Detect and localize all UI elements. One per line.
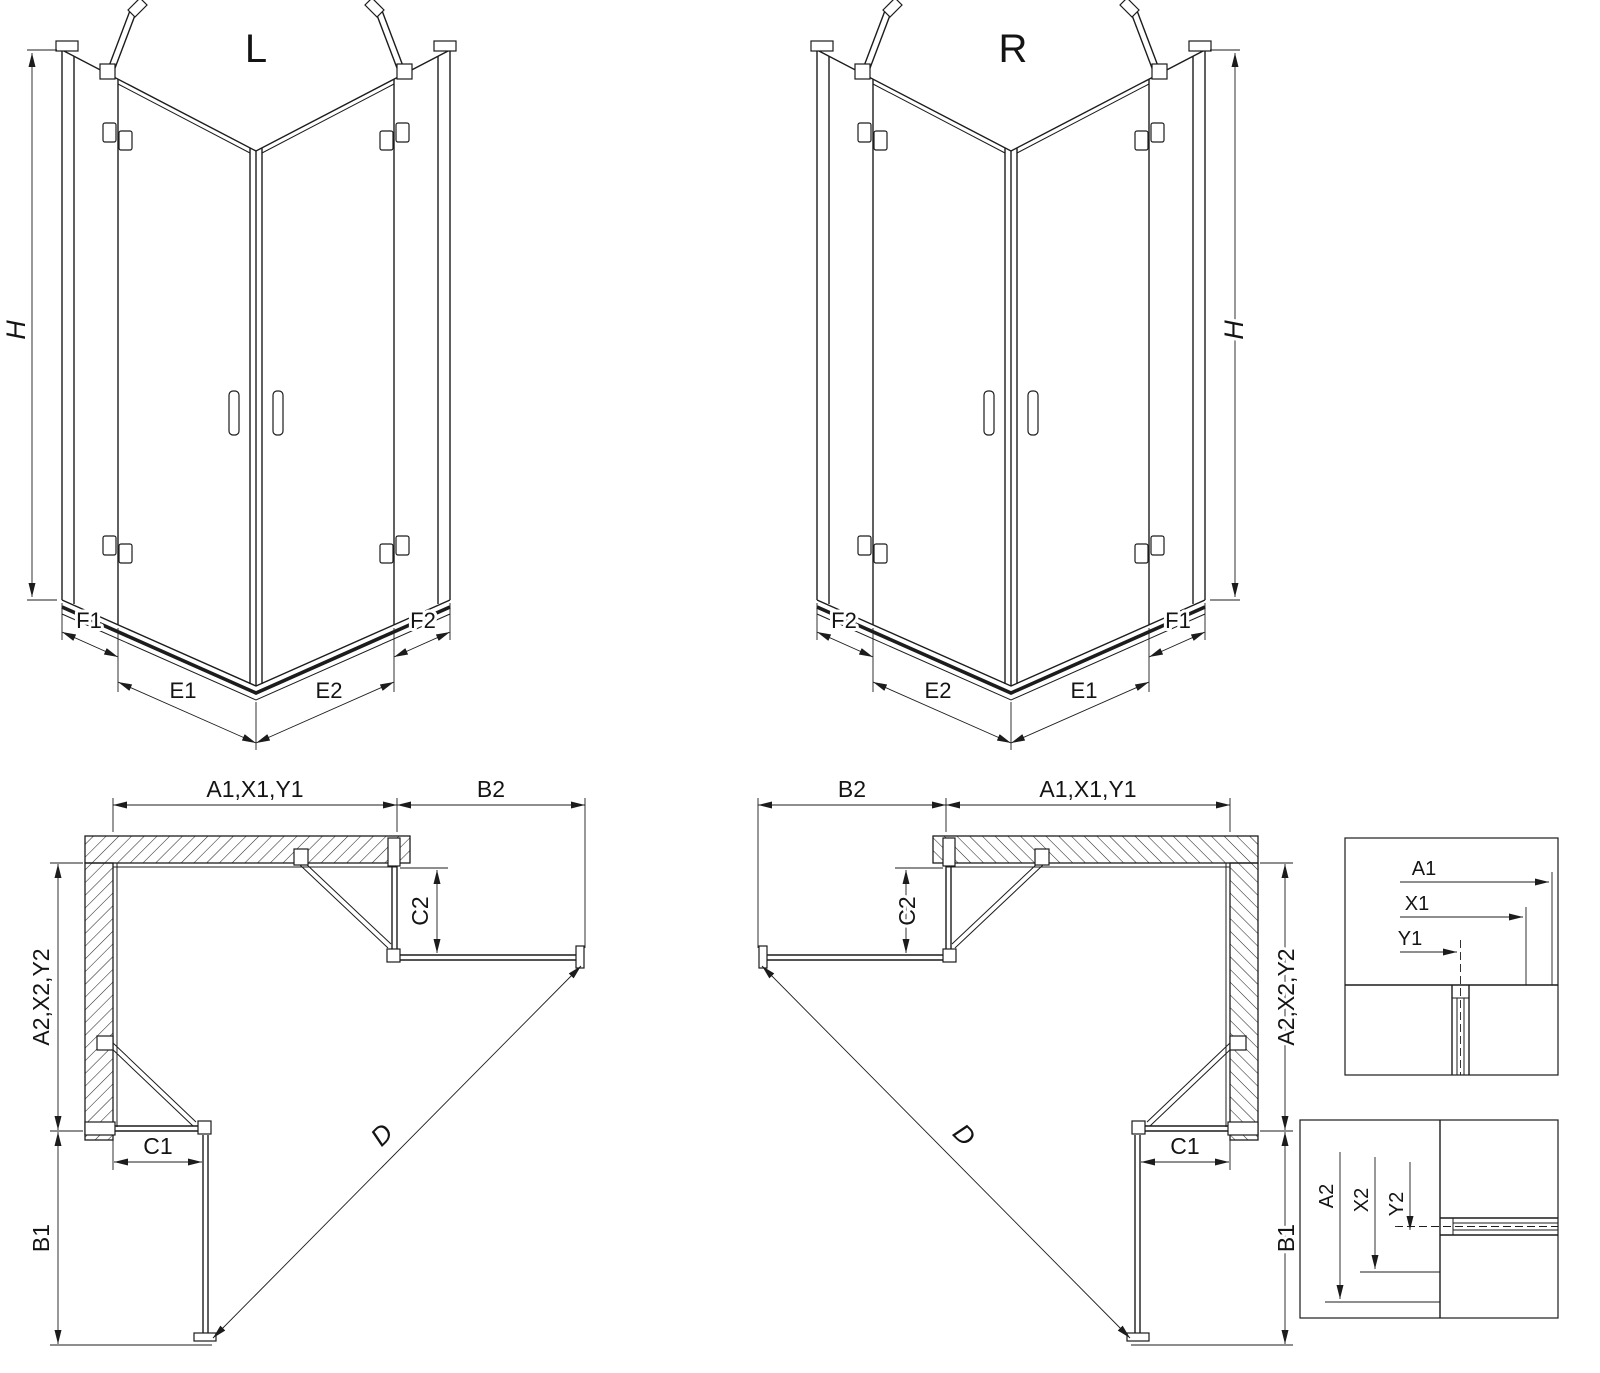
dim-label-c1: C1 (1170, 1133, 1199, 1159)
dim-label-height: H (1, 320, 31, 340)
dim-label-x2: X2 (1351, 1188, 1373, 1212)
dim-label-c2: C2 (894, 896, 920, 925)
dim-label-e1: E1 (170, 678, 197, 703)
dim-label-d: D (947, 1117, 981, 1151)
dim-label-b1: B1 (1273, 1224, 1299, 1252)
dim-label-a1x1y1: A1,X1,Y1 (1039, 776, 1136, 802)
dim-label-f2: F2 (410, 608, 436, 633)
dim-label-a2x2y2: A2,X2,Y2 (28, 948, 54, 1045)
perspective-view-left: L H F1 E1 E2 F2 (0, 0, 456, 750)
plan-drawing-left (50, 798, 585, 1345)
dim-label-b2: B2 (477, 776, 505, 802)
detail-box-bottom: A2 X2 Y2 (1299, 1119, 1559, 1319)
dim-label-e2: E2 (925, 678, 952, 703)
dim-label-e2: E2 (316, 678, 343, 703)
cabin-drawing-left (27, 0, 456, 750)
dim-label-y2: Y2 (1386, 1192, 1408, 1216)
dim-label-x1: X1 (1405, 893, 1429, 915)
dim-label-b1: B1 (28, 1224, 54, 1252)
dim-label-a2: A2 (1316, 1184, 1338, 1208)
dim-label-f1: F1 (1165, 608, 1191, 633)
dim-label-b2: B2 (838, 776, 866, 802)
dim-label-height: H (1219, 320, 1249, 340)
dim-label-e1: E1 (1071, 678, 1098, 703)
detail-frame (1299, 1119, 1559, 1319)
dim-label-f1: F1 (76, 608, 102, 633)
dim-label-f2: F2 (831, 608, 857, 633)
dim-label-a1x1y1: A1,X1,Y1 (206, 776, 303, 802)
plan-view-left: A1,X1,Y1 B2 A2,X2,Y2 B1 C2 C1 D (25, 773, 585, 1345)
dim-label-a1: A1 (1412, 858, 1436, 880)
plan-drawing-right (758, 798, 1293, 1345)
dim-label-c2: C2 (407, 896, 433, 925)
detail-box-top: A1 X1 Y1 (1344, 837, 1559, 1076)
plan-view-right: B2 A1,X1,Y1 A2,X2,Y2 B1 C2 C1 D (758, 773, 1302, 1345)
variant-label-right: R (999, 27, 1028, 71)
dim-label-y1: Y1 (1398, 928, 1422, 950)
variant-label-left: L (245, 27, 267, 71)
perspective-view-right: R H F2 E2 E1 F1 (811, 0, 1252, 750)
cabin-drawing-right (811, 0, 1240, 750)
dim-label-d: D (364, 1117, 398, 1151)
dim-label-a2x2y2: A2,X2,Y2 (1273, 948, 1299, 1045)
dim-label-c1: C1 (143, 1133, 172, 1159)
